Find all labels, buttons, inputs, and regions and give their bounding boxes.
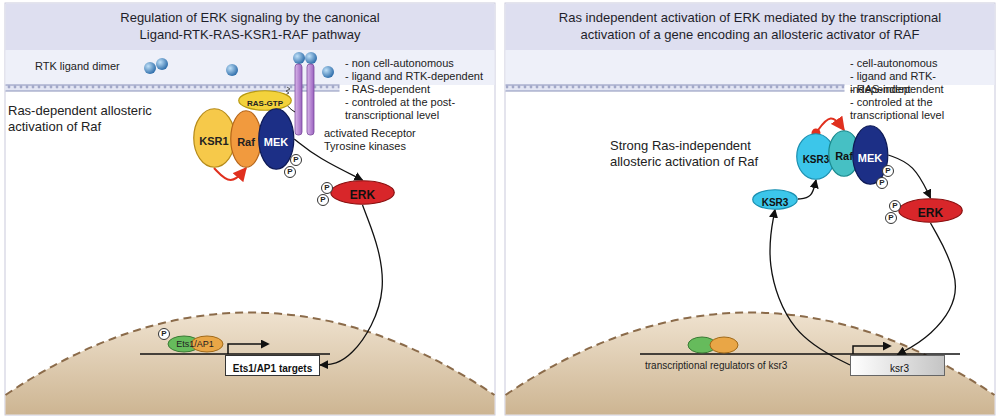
ligand-sphere: [305, 52, 317, 64]
annotation-text: Strong Ras-independent allosteric activa…: [610, 138, 795, 169]
node-label: ERK: [350, 187, 375, 204]
annotation-text: - controled at the post-transcriptional …: [345, 96, 490, 122]
node-label: ksr3: [886, 360, 909, 377]
protein-oval: Ets1/AP1 targets: [225, 355, 320, 376]
node-label: MEK: [264, 134, 288, 151]
node-label: Raf: [237, 134, 255, 151]
ligand-sphere: [293, 52, 305, 64]
protein-oval-outline: [231, 111, 262, 168]
phospho-mark: P: [876, 177, 888, 189]
ligand-sphere: [226, 64, 238, 76]
annotation-text: - RAS-dependent: [345, 83, 490, 96]
nuclear-envelope: [6, 313, 495, 396]
plasma-membrane: [506, 85, 845, 91]
phospho-mark: P: [317, 194, 329, 206]
connector-arrow: [898, 223, 956, 355]
annotation-text: transcriptional regulators of ksr3: [645, 360, 835, 372]
annotation-text: Ets1/AP1: [166, 339, 224, 350]
connector-arrow: [816, 118, 844, 133]
annotation-text: - non cell-autonomous: [345, 57, 490, 70]
phospho-mark: P: [284, 166, 296, 178]
transcription-start: [853, 346, 890, 354]
phospho-mark: P: [321, 182, 333, 194]
panel-ground: [505, 3, 995, 415]
nucleus: [506, 313, 995, 415]
phospho-mark: P: [290, 154, 302, 166]
connector-arrow: [214, 168, 246, 180]
connector-arrow: [320, 205, 382, 365]
protein-oval: ERK: [898, 198, 963, 223]
node-label: KSR3: [762, 194, 789, 211]
protein-oval: KSR1: [193, 108, 236, 168]
membrane-line: [6, 91, 340, 92]
node-label: MEK: [858, 150, 882, 167]
node-label: Ets1/AP1 targets: [233, 360, 312, 377]
panel-ground: [5, 3, 495, 415]
protein-oval: MEK: [258, 108, 295, 170]
phospho-mark: P: [882, 165, 894, 177]
protein-oval-outline: [258, 109, 293, 170]
protein-oval-outline: [852, 126, 887, 185]
title-band: [506, 4, 995, 51]
annotation-text: - RAS-independent: [850, 83, 990, 96]
protein-oval-outline: [193, 109, 234, 168]
connector-arrow: [770, 210, 850, 366]
ligand-sphere: [156, 58, 168, 70]
annotation-text: activated Receptor Tyrosine kinases: [324, 127, 434, 153]
node-label: Raf: [835, 148, 853, 165]
protein-oval: MEK: [852, 125, 889, 185]
gene-box: ksr3: [850, 355, 945, 376]
transcription-start: [228, 344, 268, 354]
ligand-sphere: [144, 62, 156, 74]
membrane-line: [6, 85, 340, 86]
receptor-tyrosine-kinase: [307, 64, 314, 135]
protein-oval: Raf: [230, 110, 262, 168]
nucleus: [6, 313, 495, 415]
annotation-text: - ligand and RTK-dependent: [345, 70, 490, 83]
phospho-mark: P: [158, 328, 170, 340]
annotation-text: Ras-dependent allosteric activation of R…: [8, 103, 186, 134]
panel-title: Ras independent activation of ERK mediat…: [530, 9, 970, 43]
annotation-text: RTK ligand dimer: [35, 60, 145, 73]
protein-oval-outline: [331, 181, 395, 205]
protein-oval-outline: [899, 199, 963, 223]
transcription-factor: [710, 337, 738, 353]
node-label: KSR1: [199, 133, 228, 150]
extracellular-space: [6, 50, 495, 85]
protein-oval: KSR3: [752, 189, 798, 210]
membrane-line: [506, 91, 845, 92]
node-label: KSR3: [803, 151, 830, 168]
phospho-mark: P: [885, 212, 897, 224]
membrane-line: [506, 85, 845, 86]
protein-oval: ERK: [330, 180, 395, 205]
annotation-text: - controled at the transcriptional level: [850, 96, 990, 122]
connector-arrow: [888, 155, 930, 198]
title-band: [6, 4, 495, 51]
ligand-sphere: [322, 66, 334, 78]
annotation-text: - cell-autonomous: [850, 57, 990, 70]
protein-oval: RAS-GTP: [238, 90, 292, 111]
connector-arrow: [798, 180, 816, 199]
node-label: ERK: [918, 205, 943, 222]
phospho-mark: P: [889, 200, 901, 212]
receptor-tyrosine-kinase: [295, 64, 302, 135]
ras-anchor: [285, 87, 290, 95]
nuclear-envelope: [506, 313, 995, 396]
panel-title: Regulation of ERK signaling by the canon…: [100, 9, 400, 43]
